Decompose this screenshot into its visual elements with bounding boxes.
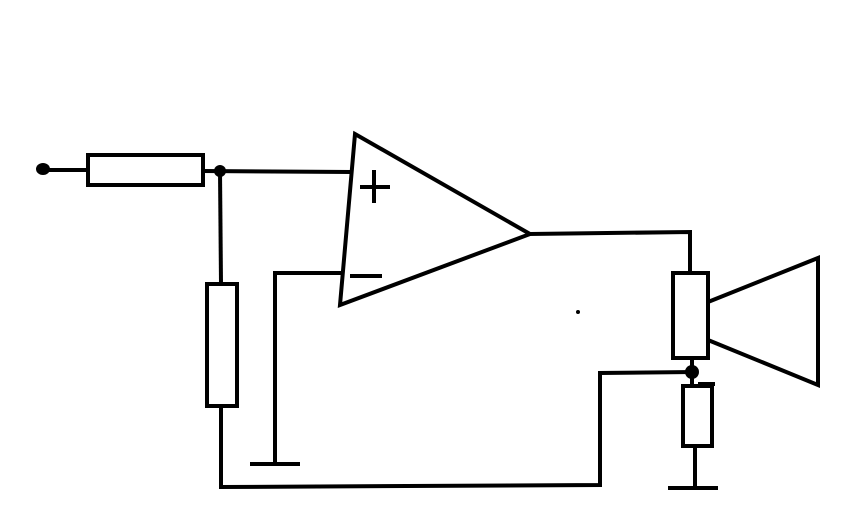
shunt-resistor	[205, 282, 239, 408]
series-resistor	[86, 153, 205, 187]
wire-output-to-load	[527, 229, 692, 275]
non-inverting-input-mark	[360, 170, 390, 203]
lower-resistor	[681, 384, 714, 448]
wire-feedback-bottom	[219, 369, 695, 490]
wire-minus-input-to-ground	[273, 271, 345, 465]
sense-resistor	[671, 271, 710, 360]
wire-junction-to-shunt	[217, 168, 224, 287]
junction-dot-output	[685, 365, 699, 379]
speaker	[706, 255, 820, 388]
stray-dot	[576, 310, 580, 314]
wires	[42, 168, 697, 490]
op-amp	[337, 130, 535, 308]
wire-resistor-to-plus-input	[200, 168, 353, 175]
junction-dot-input	[214, 165, 226, 177]
input-terminal-dot	[36, 163, 50, 175]
